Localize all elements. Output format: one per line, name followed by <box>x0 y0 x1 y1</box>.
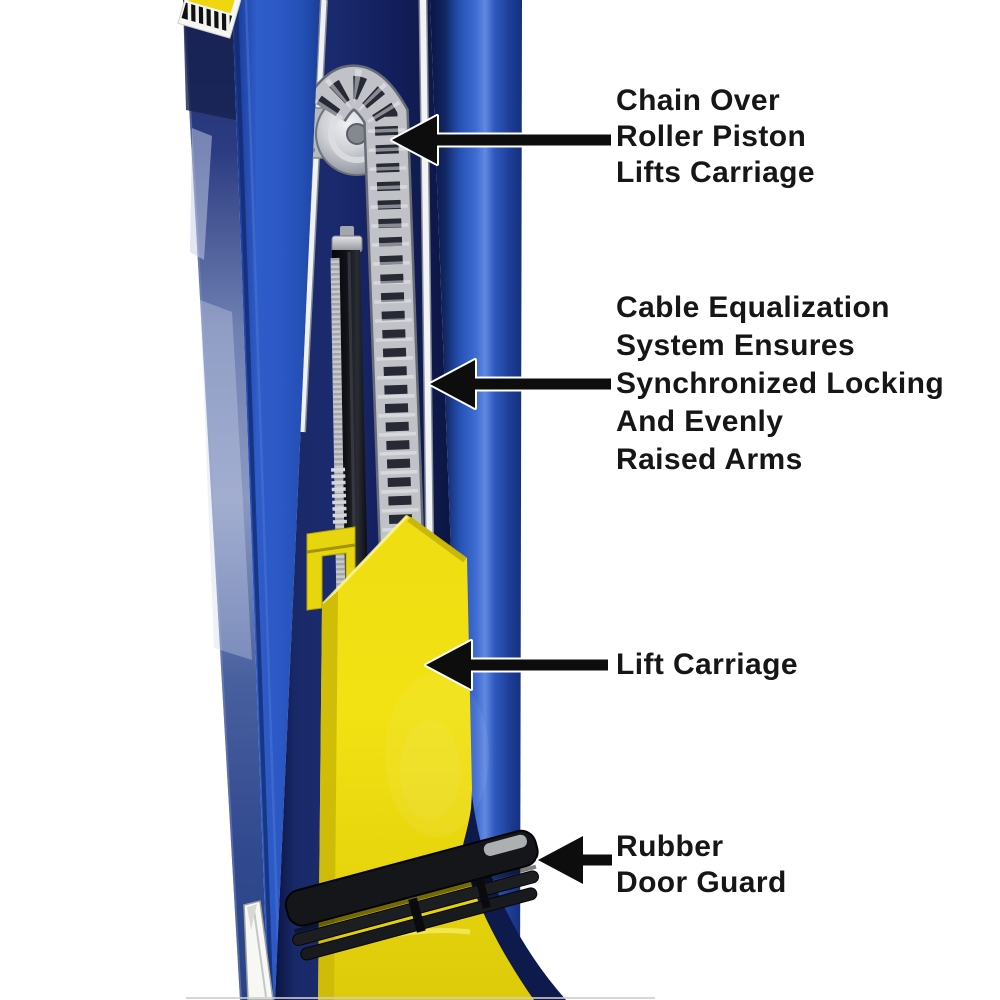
front-highlight <box>244 0 282 1000</box>
warning-sticker <box>177 0 245 39</box>
callout-label-line: Lifts Carriage <box>616 156 815 189</box>
cylinder-cap <box>331 235 363 253</box>
callout-cable-equalization: Cable Equalization System Ensures Synchr… <box>616 289 944 479</box>
sticker-yellow-panel <box>188 0 238 14</box>
guard-notch <box>408 897 426 933</box>
lift-chain <box>306 64 426 587</box>
guard-slab <box>284 829 539 927</box>
left-arrow-icon <box>424 639 610 691</box>
equalization-cable-left-core <box>299 0 327 433</box>
sticker-line <box>253 909 267 998</box>
clamp-shadow <box>306 543 356 554</box>
callout-label-line: Rubber <box>616 830 724 863</box>
bottom-sticker <box>243 900 274 1000</box>
callout-label-line: Chain Over <box>616 84 781 117</box>
side-reflection <box>200 300 252 660</box>
carriage-sheen <box>385 673 489 837</box>
left-arrow-icon <box>428 358 613 410</box>
front-crease <box>234 0 273 991</box>
carriage-top-inner-lip <box>407 516 467 563</box>
callout-arrows <box>390 114 614 886</box>
carriage-top-edge-highlight <box>321 514 409 606</box>
guard-notch <box>475 877 491 909</box>
callout-label-line: Cable Equalization <box>616 291 890 324</box>
chain-link-slots <box>316 76 415 587</box>
equalization-cable-right-core <box>420 0 433 575</box>
left-arrow-icon <box>390 114 613 166</box>
hazard-stripes <box>187 1 230 34</box>
rod-spring <box>331 467 347 525</box>
side-reflection <box>190 128 212 260</box>
callout-label-line: Raised Arms <box>616 443 803 476</box>
rubber-door-guard <box>284 829 539 961</box>
callout-label-line: Synchronized Locking <box>616 367 945 400</box>
callout-rubber-door-guard: Rubber Door Guard <box>616 829 787 901</box>
callout-label-line: Roller Piston <box>616 120 807 153</box>
callout-label-line: System Ensures <box>616 329 856 362</box>
carriage-sheen <box>400 720 460 820</box>
callout-label-line: And Evenly <box>616 405 784 438</box>
sticker-fold <box>247 904 257 930</box>
callout-label-line: Lift Carriage <box>616 648 798 681</box>
left-arrow-icon <box>536 834 614 886</box>
column-right-face <box>430 0 522 1000</box>
guard-sheen <box>483 834 527 856</box>
callout-lift-carriage: Lift Carriage <box>616 647 798 683</box>
callout-label-line: Door Guard <box>616 866 787 899</box>
callout-chain-over-roller: Chain Over Roller Piston Lifts Carriage <box>616 83 815 191</box>
